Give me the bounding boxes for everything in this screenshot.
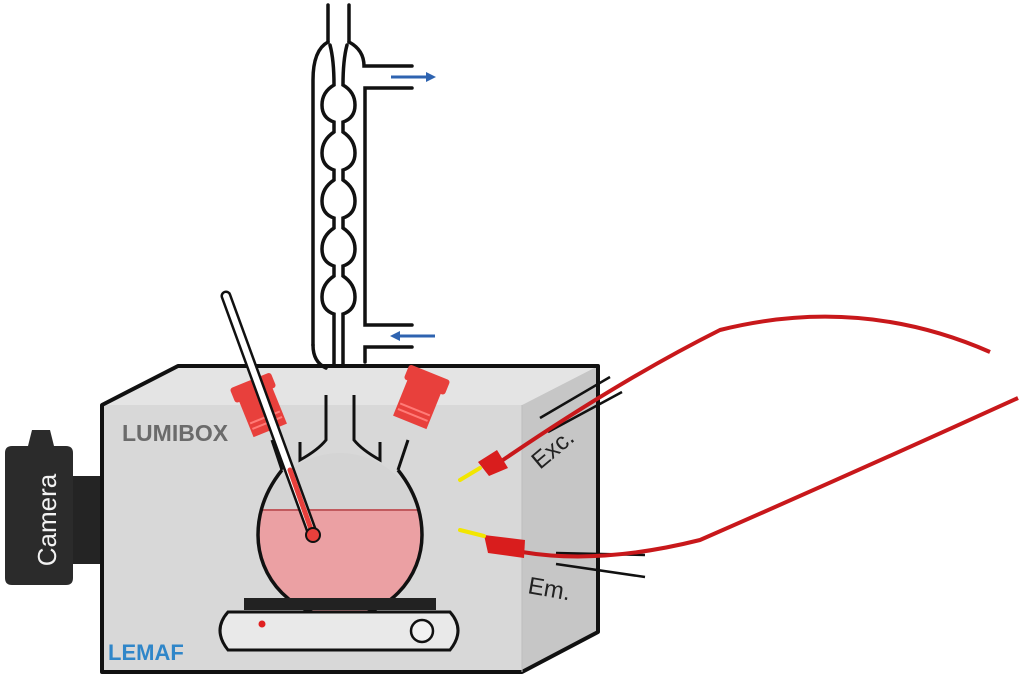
camera: Camera	[5, 430, 106, 585]
box-label: LUMIBOX	[122, 420, 229, 446]
box-side-face	[522, 366, 598, 672]
box-top-face	[102, 366, 598, 405]
magnetic-stirrer	[218, 598, 460, 652]
excitation-fiber	[458, 314, 991, 482]
box-outline	[100, 364, 600, 674]
camera-label: Camera	[32, 473, 62, 566]
stirrer-knob	[409, 618, 435, 644]
emission-fiber	[458, 396, 1019, 579]
svg-text:LEMAF: LEMAF	[108, 640, 184, 665]
thermometer	[220, 290, 321, 543]
power-indicator-led	[258, 620, 266, 628]
camera-body	[5, 430, 73, 585]
right-stopper	[393, 364, 450, 430]
water-outlet-arrow	[391, 72, 436, 82]
lemaf-logo: LEMAF	[108, 640, 184, 665]
condenser-inner-coil	[320, 43, 336, 367]
reflux-condenser	[311, 3, 414, 370]
water-inlet-arrow	[390, 331, 435, 341]
